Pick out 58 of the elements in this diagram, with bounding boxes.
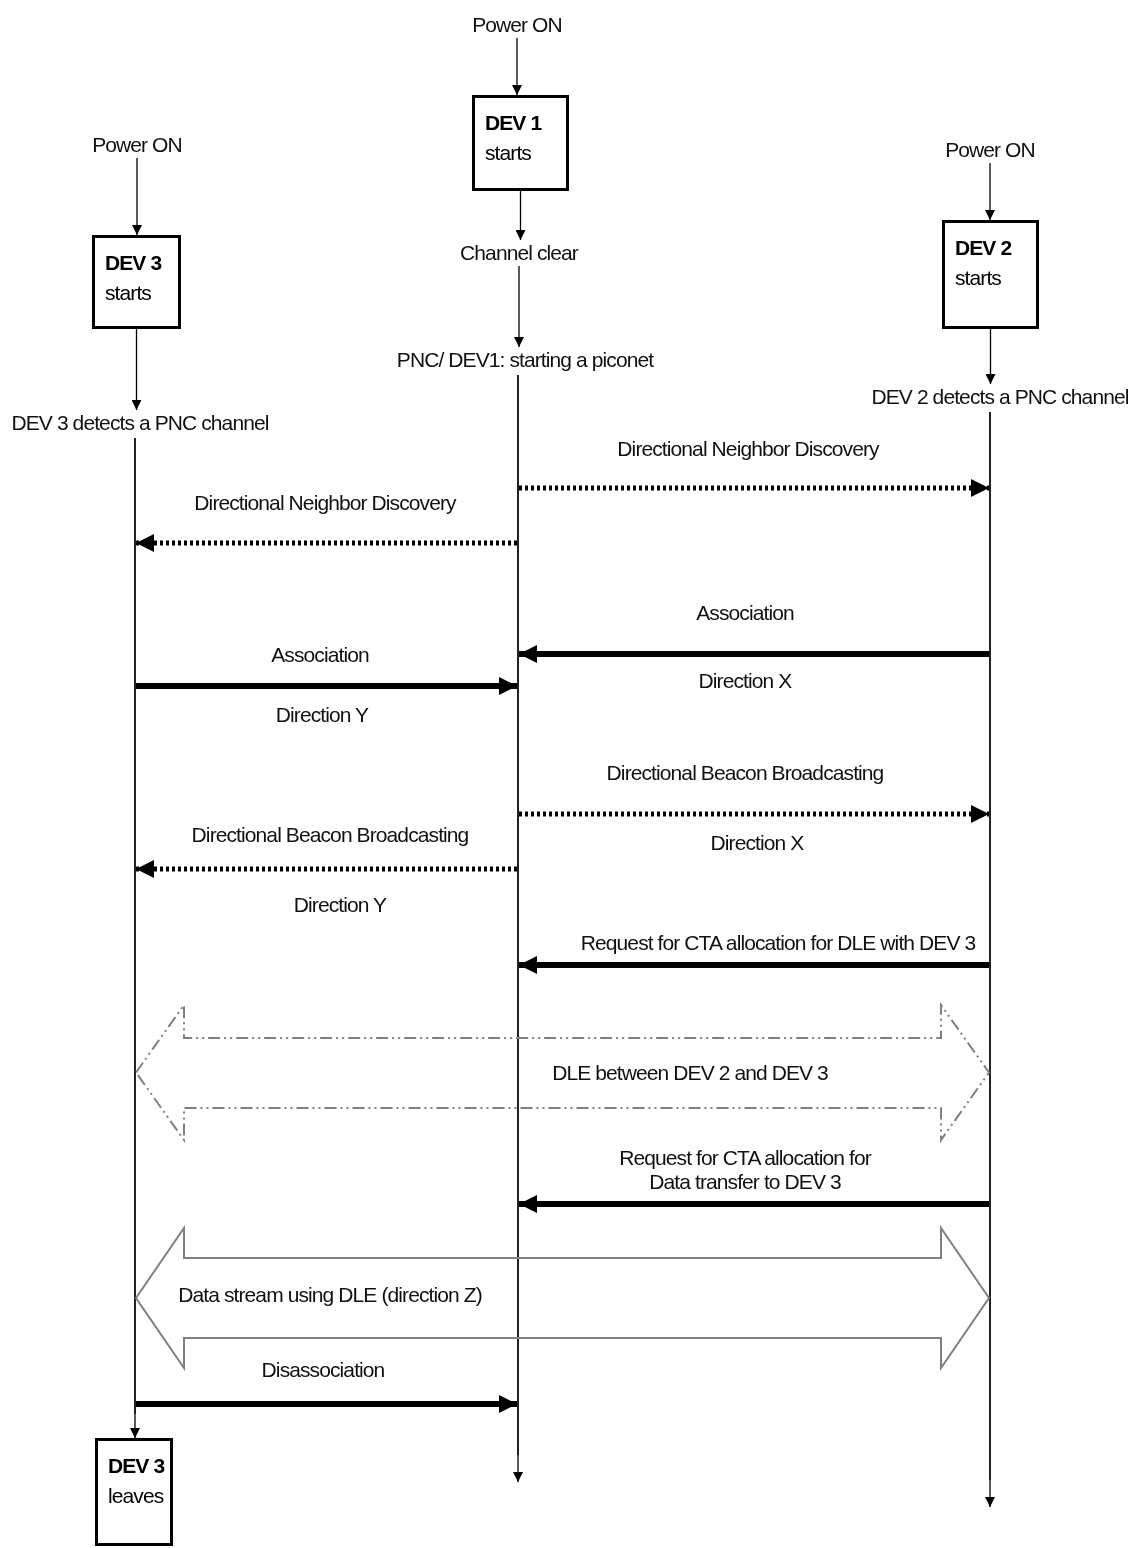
edge-label: Request for CTA allocation for DLE with DEV 3: [580, 930, 976, 956]
edge-label: Data stream using DLE (direction Z): [178, 1282, 482, 1308]
edge-label: Association: [271, 642, 369, 668]
message-arrow: [519, 479, 989, 497]
device-box: [472, 95, 569, 191]
edge-label: Directional Beacon Broadcasting: [606, 760, 884, 786]
device-box: [95, 1438, 173, 1546]
status-text: leaves: [108, 1483, 164, 1509]
edge-label: Association: [696, 600, 794, 626]
device-box: [92, 235, 181, 329]
arrow: [985, 162, 995, 221]
direction-label: Direction Y: [293, 892, 387, 918]
status-text: starts: [105, 280, 151, 306]
state-label: Power ON: [92, 132, 182, 158]
lifeline: [989, 412, 991, 1480]
message-arrow: [136, 534, 517, 552]
device-box: [942, 220, 1039, 329]
device-name: DEV 3: [108, 1453, 165, 1479]
direction-label: Direction X: [698, 668, 792, 694]
direction-label: Direction Y: [275, 702, 369, 728]
status-text: starts: [485, 140, 531, 166]
message-arrow: [136, 1395, 517, 1413]
message-arrow: [519, 1195, 989, 1213]
device-name: DEV 1: [485, 110, 542, 136]
lifeline: [517, 375, 519, 1455]
edge-label: DLE between DEV 2 and DEV 3: [552, 1060, 828, 1086]
message-arrow: [519, 956, 989, 974]
double-block-arrow: [134, 1224, 991, 1372]
direction-label: Direction X: [710, 830, 804, 856]
message-arrow: [519, 805, 989, 823]
state-label: Channel clear: [460, 240, 578, 266]
arrow: [514, 265, 524, 348]
lifeline: [134, 438, 136, 1414]
arrow: [985, 328, 996, 385]
arrow: [130, 1413, 140, 1439]
edge-label: Disassociation: [261, 1357, 385, 1383]
edge-label: Directional Beacon Broadcasting: [191, 822, 469, 848]
arrow: [515, 190, 526, 241]
message-arrow: [136, 860, 517, 878]
arrow: [985, 1479, 995, 1508]
device-name: DEV 2: [955, 235, 1012, 261]
state-label: PNC/ DEV1: starting a piconet: [396, 347, 654, 373]
state-label: DEV 3 detects a PNC channel: [11, 410, 269, 436]
double-block-arrow: [134, 1001, 991, 1144]
edge-label: Directional Neighbor Discovery: [617, 436, 879, 462]
state-label: Power ON: [472, 12, 562, 38]
arrow: [513, 1454, 523, 1483]
device-name: DEV 3: [105, 250, 162, 276]
status-text: starts: [955, 265, 1001, 291]
message-arrow: [136, 677, 517, 695]
edge-label: Directional Neighbor Discovery: [194, 490, 456, 516]
arrow: [131, 328, 142, 411]
edge-label: Request for CTA allocation for Data transfer to DEV 3: [618, 1146, 873, 1194]
arrow: [512, 37, 522, 96]
state-label: DEV 2 detects a PNC channel: [871, 384, 1129, 410]
message-arrow: [519, 645, 989, 663]
state-label: Power ON: [945, 137, 1035, 163]
arrow: [132, 157, 142, 236]
